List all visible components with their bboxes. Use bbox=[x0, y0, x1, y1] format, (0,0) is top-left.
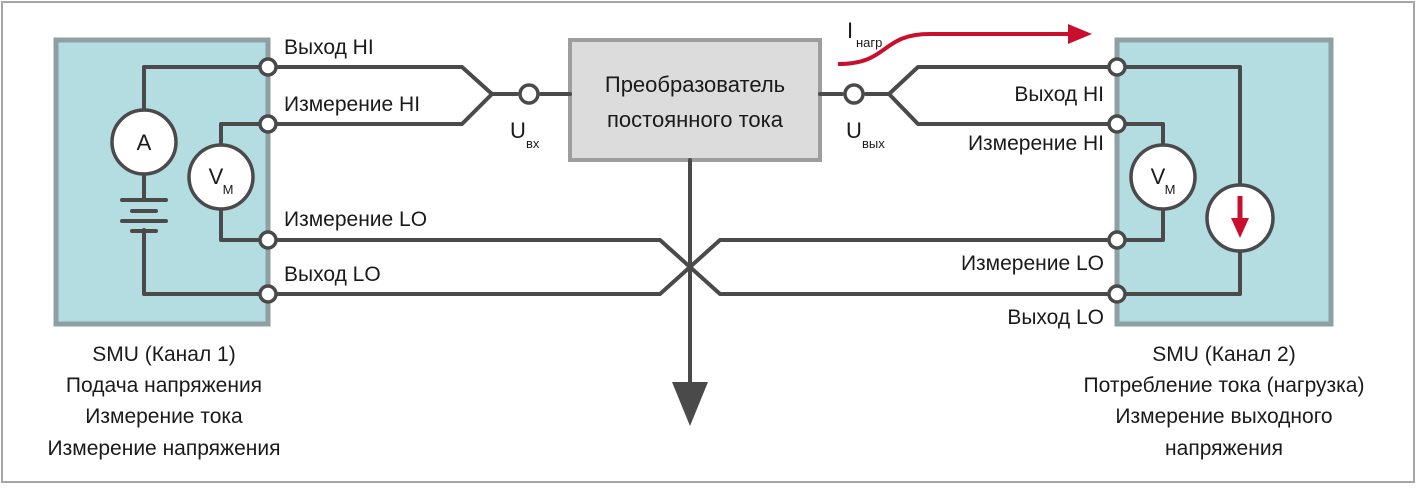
uout-sub: вых bbox=[862, 136, 885, 151]
smu2-hi-wire bbox=[1115, 65, 1242, 192]
current-sink-arrow-icon bbox=[1231, 196, 1249, 238]
smu1-out-hi-label: Выход HI bbox=[284, 36, 374, 59]
i-load-sub: нагр bbox=[856, 35, 882, 50]
smu2-out-lo-terminal bbox=[1107, 284, 1127, 304]
sense-hi-right-wire bbox=[887, 92, 1119, 126]
ammeter-icon bbox=[110, 108, 178, 176]
smu1-caption-line: Измерение напряжения bbox=[48, 437, 281, 460]
out-hi-right-wire bbox=[887, 65, 1119, 96]
smu2-sense-hi-terminal bbox=[1107, 114, 1127, 134]
voltmeter2-label: V bbox=[1151, 164, 1166, 189]
smu2-caption-line: Потребление тока (нагрузка) bbox=[1084, 374, 1365, 397]
converter-box bbox=[568, 38, 822, 162]
converter-line1: Преобразователь bbox=[605, 72, 785, 97]
smu1-hi-wire bbox=[142, 65, 270, 117]
voltmeter1-sub: M bbox=[223, 182, 234, 197]
smu1-lo-wire bbox=[142, 228, 270, 296]
smu1-caption: SMU (Канал 1) Подача напряжения Измерени… bbox=[48, 343, 281, 460]
smu2-caption: SMU (Канал 2) Потребление тока (нагрузка… bbox=[1084, 343, 1365, 460]
smu1-caption-line: SMU (Канал 1) bbox=[92, 343, 235, 366]
smu1-sense-lo-terminal bbox=[258, 230, 278, 250]
smu2-sense-lo-terminal bbox=[1107, 230, 1127, 250]
smu2-sense-hi-wire bbox=[1115, 122, 1165, 148]
uin-terminal bbox=[518, 83, 540, 105]
smu1-out-hi-terminal bbox=[258, 57, 278, 77]
converter-line2: постоянного тока bbox=[607, 107, 784, 132]
voltmeter2-icon bbox=[1129, 143, 1197, 211]
voltmeter1-icon bbox=[187, 143, 255, 211]
i-load-arrow bbox=[837, 32, 1072, 66]
i-load-main: I bbox=[847, 18, 853, 43]
smu1-caption-line: Подача напряжения bbox=[66, 374, 262, 397]
uout-terminal bbox=[843, 83, 865, 105]
uout-main: U bbox=[846, 118, 862, 143]
smu1-sense-hi-terminal bbox=[258, 114, 278, 134]
uin-sub: вх bbox=[526, 136, 540, 151]
smu2-out-lo-label: Выход LO bbox=[1007, 306, 1104, 329]
smu2-sense-lo-label: Измерение LO bbox=[961, 252, 1104, 275]
smu2-caption-line: Измерение выходного bbox=[1115, 405, 1332, 428]
smu2-sense-hi-label: Измерение HI bbox=[968, 132, 1104, 155]
uin-main: U bbox=[510, 118, 526, 143]
smu1-sense-lo-label: Измерение LO bbox=[284, 208, 427, 231]
smu1-sense-hi-wire bbox=[219, 122, 270, 148]
battery-icon bbox=[120, 198, 168, 233]
smu2-out-hi-terminal bbox=[1107, 57, 1127, 77]
smu1-out-lo-label: Выход LO bbox=[284, 263, 381, 286]
i-load-arrowhead-icon bbox=[1068, 24, 1092, 44]
smu1-caption-line: Измерение тока bbox=[85, 405, 243, 428]
smu2-out-hi-label: Выход HI bbox=[1014, 83, 1104, 106]
ammeter-label: A bbox=[137, 130, 152, 155]
sense-hi-left-wire bbox=[266, 92, 494, 126]
voltmeter1-label: V bbox=[209, 164, 224, 189]
smu2-caption-line: SMU (Канал 2) bbox=[1152, 343, 1295, 366]
smu2-sense-lo-wire bbox=[1115, 206, 1165, 242]
smu1-sense-lo-wire bbox=[219, 206, 270, 242]
ground-arrow-icon bbox=[672, 382, 708, 426]
smu2-lo-wire bbox=[1115, 248, 1242, 296]
out-hi-left-wire bbox=[266, 65, 494, 96]
smu1-sense-hi-label: Измерение HI bbox=[284, 93, 420, 116]
voltmeter2-sub: M bbox=[1165, 182, 1176, 197]
smu2-caption-line: напряжения bbox=[1165, 437, 1283, 460]
smu1-out-lo-terminal bbox=[258, 284, 278, 304]
